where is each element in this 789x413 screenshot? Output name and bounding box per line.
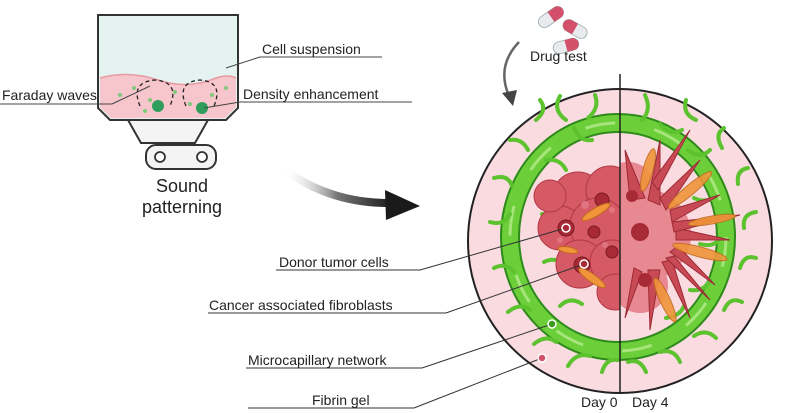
drug-arrow-icon [502, 41, 520, 106]
label-drug-test: Drug test [530, 48, 587, 64]
curved-arrow-icon [278, 164, 420, 220]
label-sound-patterning: Sound patterning [141, 176, 223, 217]
label-day4: Day 4 [632, 394, 669, 410]
label-cancer-associated-fibroblasts: Cancer associated fibroblasts [209, 297, 393, 313]
tumor-day0 [533, 165, 620, 311]
label-density-enhancement: Density enhancement [243, 86, 379, 102]
label-faraday-waves: Faraday waves [2, 87, 97, 103]
label-cell-suspension: Cell suspension [262, 41, 361, 57]
label-fibrin-gel: Fibrin gel [312, 392, 370, 408]
label-donor-tumor-cells: Donor tumor cells [279, 254, 389, 270]
label-day0: Day 0 [581, 394, 618, 410]
microcapillary-ring [500, 113, 736, 361]
pill-capsule-icon [538, 6, 588, 55]
sound-device-icon [97, 14, 239, 170]
tumor-day4 [620, 129, 741, 331]
leader-line-density [203, 101, 241, 109]
label-microcapillary-network: Microcapillary network [248, 352, 387, 368]
leader-line-cell-suspension [225, 56, 261, 69]
